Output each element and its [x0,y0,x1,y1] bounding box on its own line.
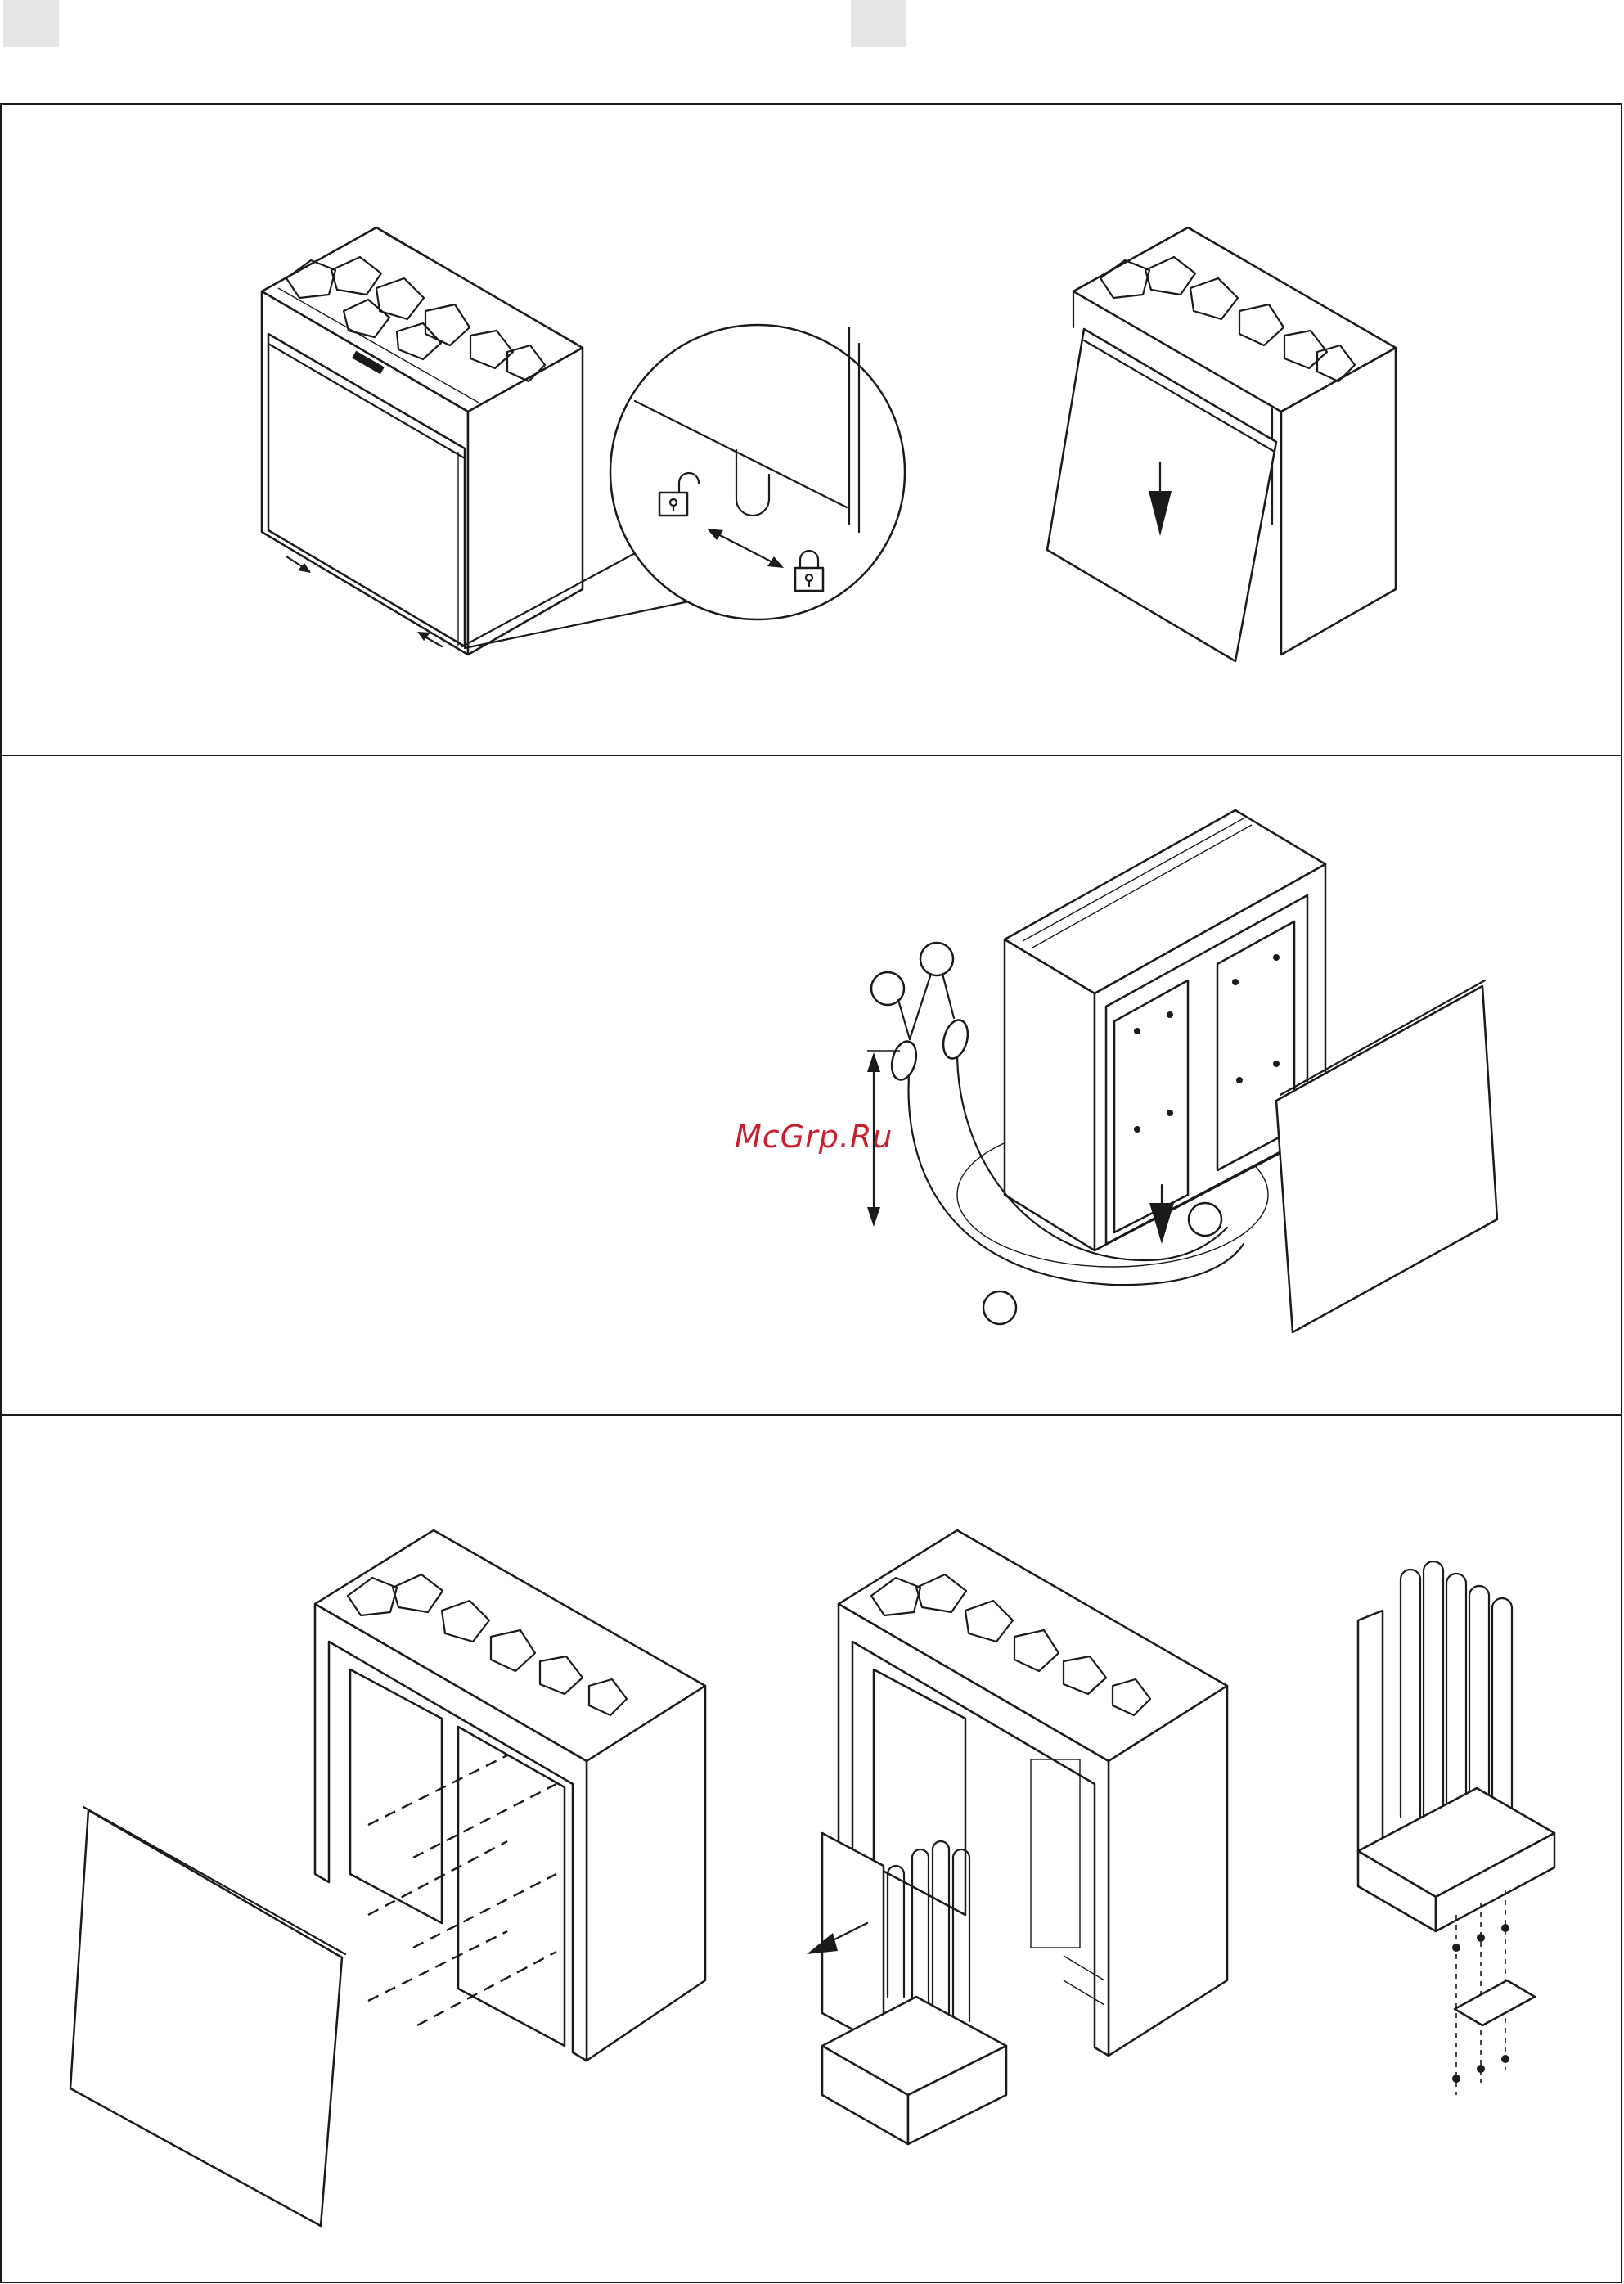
callout-circle [1189,1203,1221,1236]
callout-circle [983,1291,1016,1324]
callout-circle [920,943,953,975]
heater-panel-screws-removed [70,1530,705,2226]
heater-open-with-sensors [867,810,1497,1332]
watermark: McGrp.Ru [735,1119,893,1155]
heating-element-assembly-pulled-out [807,1530,1227,2144]
heater-front-panel-removed [1047,227,1396,661]
heating-element-unit-detail [1358,1561,1554,2095]
lock-detail-magnifier [610,325,905,619]
